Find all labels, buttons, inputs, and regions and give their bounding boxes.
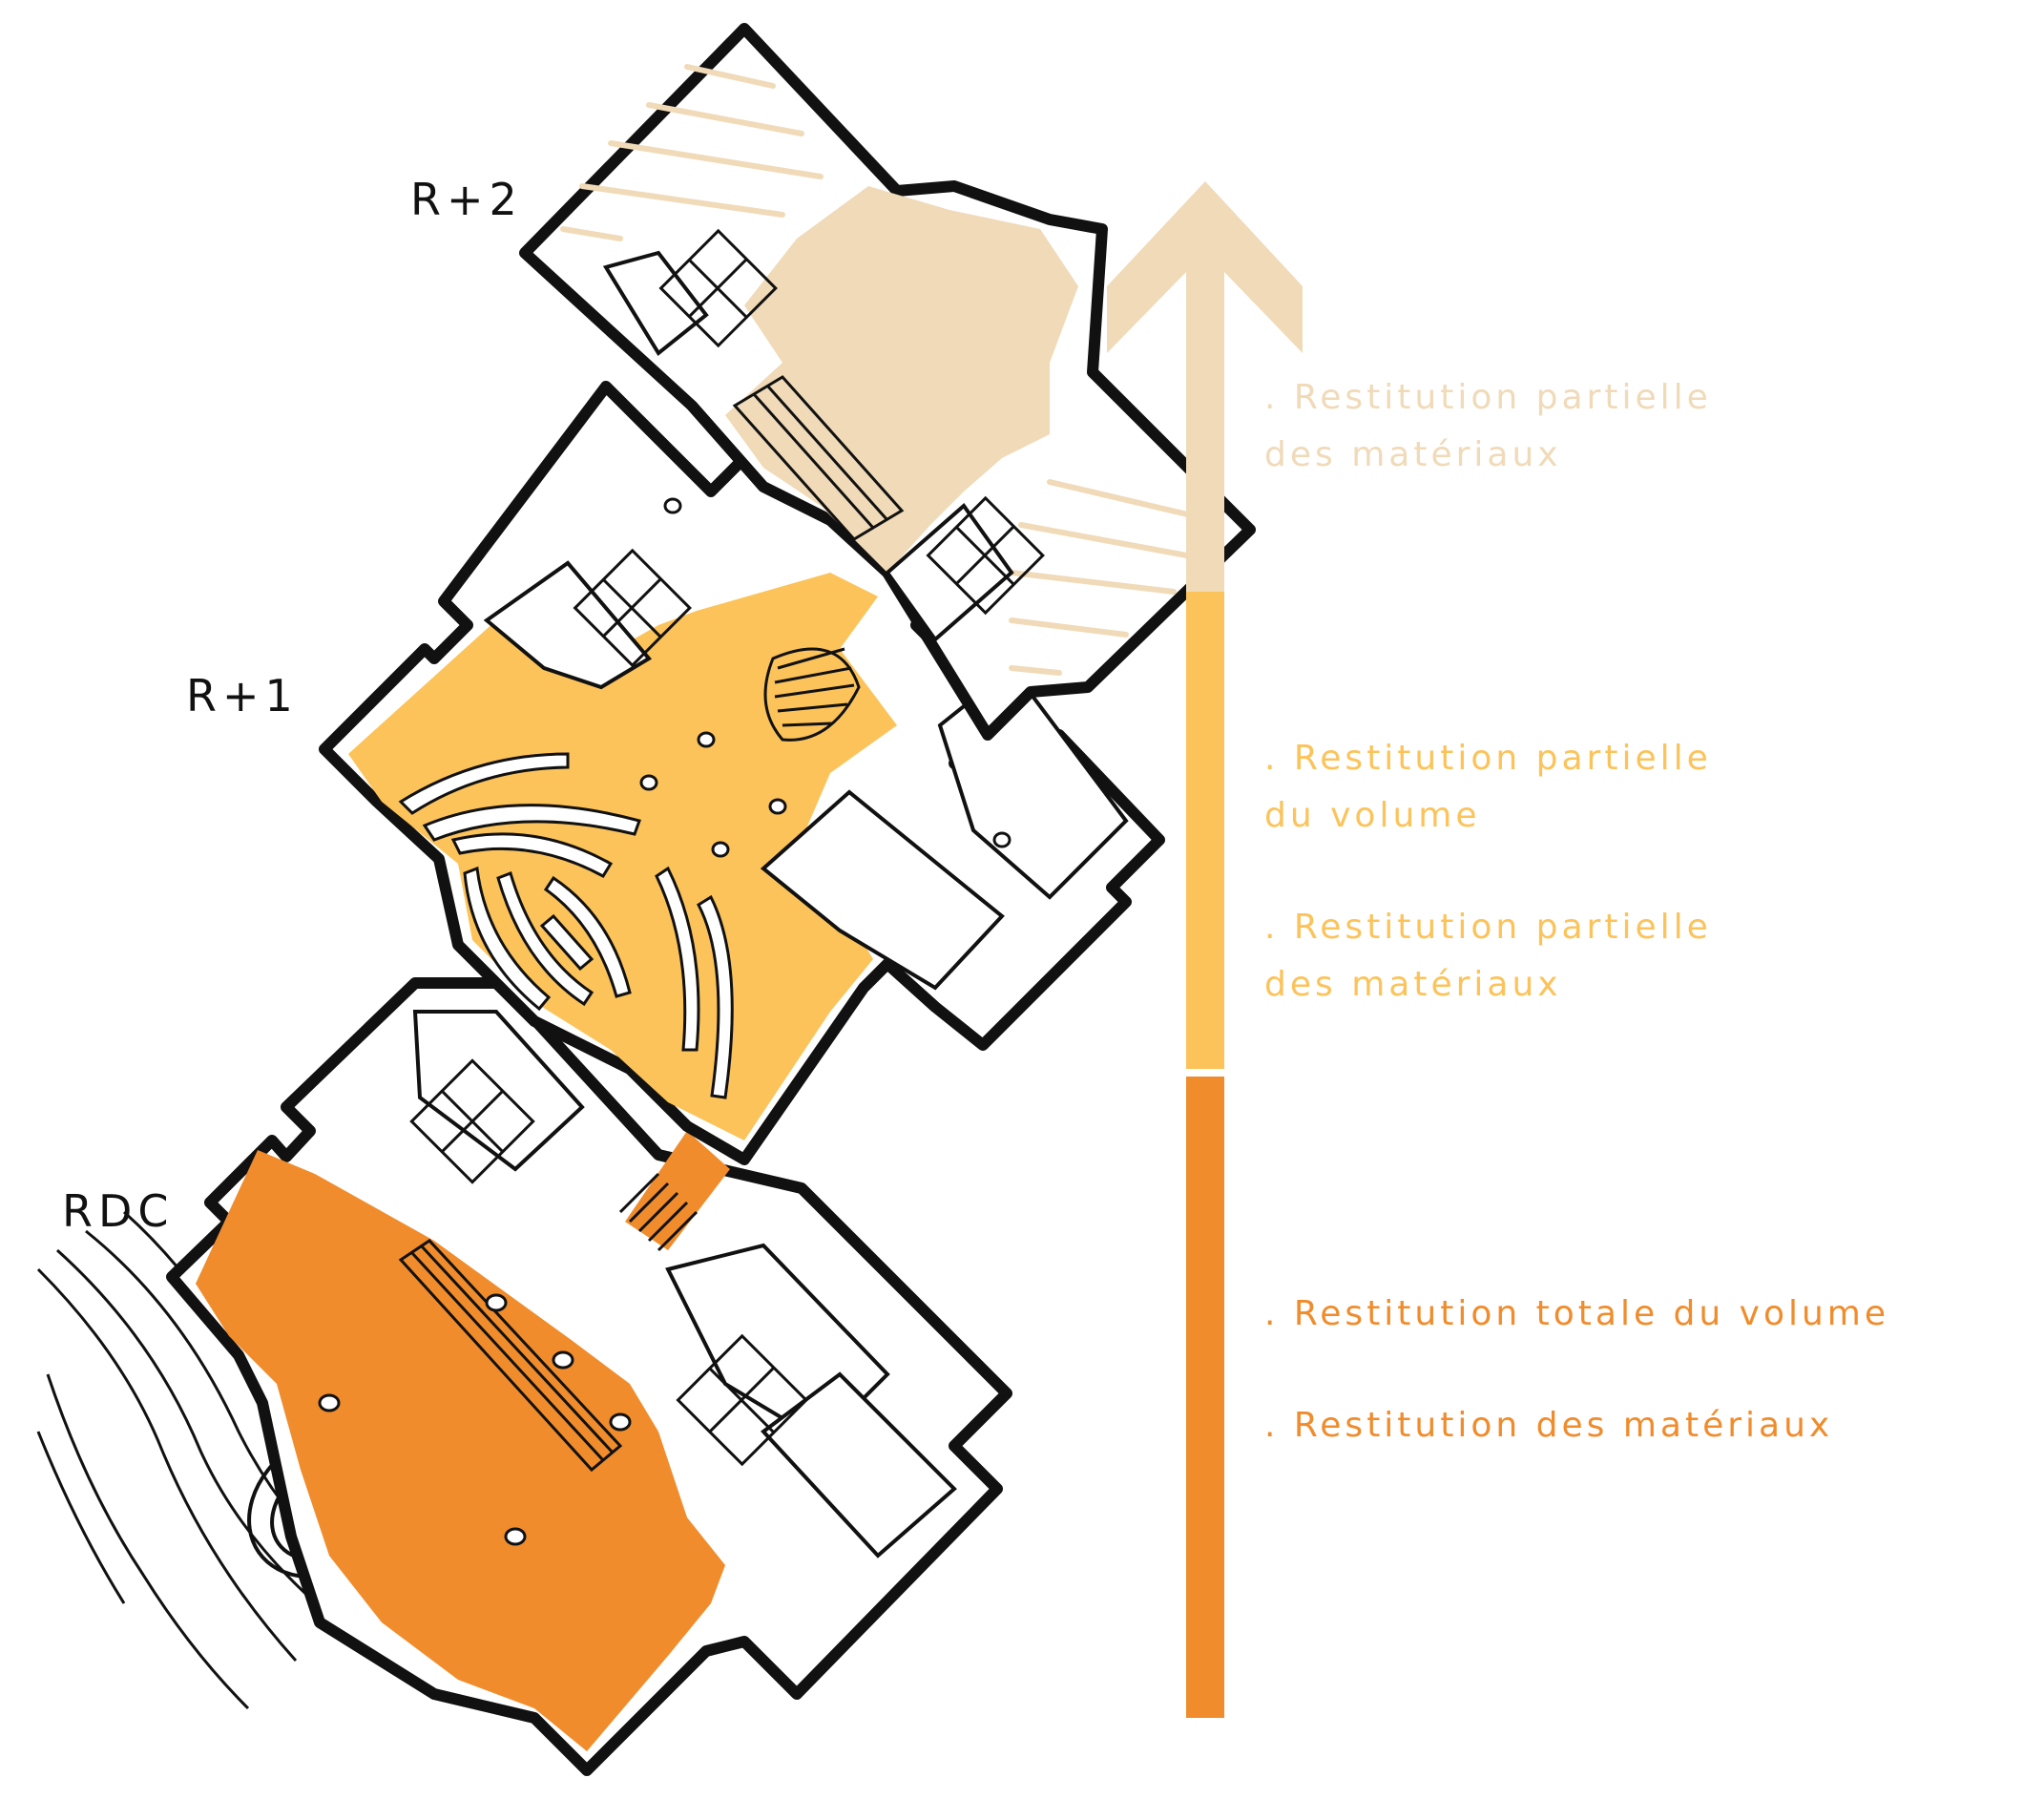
r1-fill bbox=[348, 573, 897, 1140]
r2-grid-windows bbox=[658, 228, 1045, 616]
r2-hatch bbox=[560, 64, 1215, 676]
r2-rooms bbox=[602, 250, 1014, 642]
arrow-segment-r1 bbox=[1186, 592, 1224, 1069]
level-label-r1: R+1 bbox=[186, 670, 299, 722]
legend-r2-line1: . Restitution partielle bbox=[1264, 378, 1712, 417]
arrow-head bbox=[1107, 181, 1303, 353]
r1-grid-windows bbox=[573, 548, 692, 668]
rdc-fill bbox=[196, 1150, 725, 1751]
legend-r2-line2: des matériaux bbox=[1264, 435, 1562, 474]
r2-fill bbox=[725, 186, 1078, 573]
level-label-rdc: RDC bbox=[62, 1185, 175, 1237]
r1-stair bbox=[763, 647, 861, 742]
rdc-columns bbox=[318, 1293, 632, 1546]
rdc-stair-hatch bbox=[618, 1172, 699, 1252]
legend-rdc-materials: . Restitution des matériaux bbox=[1264, 1406, 1833, 1445]
r2-table bbox=[732, 375, 905, 541]
r1-columns bbox=[639, 497, 1012, 858]
level-label-r2: R+2 bbox=[410, 174, 523, 225]
rdc-nave bbox=[398, 1239, 623, 1473]
legend-r1-volume-line2: du volume bbox=[1264, 796, 1480, 835]
legend-r1-materials-line1: . Restitution partielle bbox=[1264, 908, 1712, 947]
rdc-rooms bbox=[412, 1010, 957, 1558]
arrow-segment-rdc bbox=[1186, 1077, 1224, 1718]
r1-benches bbox=[398, 752, 734, 1099]
legend-r1-materials-line2: des matériaux bbox=[1264, 965, 1562, 1004]
rdc-grid-windows bbox=[409, 1058, 809, 1467]
arrow-segment-r2 bbox=[1186, 353, 1224, 592]
restitution-arrow bbox=[1107, 181, 1303, 1718]
plan-r2 bbox=[519, 23, 1256, 741]
legend-rdc-volume: . Restitution totale du volume bbox=[1264, 1294, 1889, 1333]
legend-r1-volume-line1: . Restitution partielle bbox=[1264, 739, 1712, 778]
legend: . Restitution partielle des matériaux . … bbox=[1264, 378, 1889, 1445]
plan-rdc bbox=[36, 977, 1012, 1776]
plan-r1 bbox=[319, 381, 1165, 1165]
